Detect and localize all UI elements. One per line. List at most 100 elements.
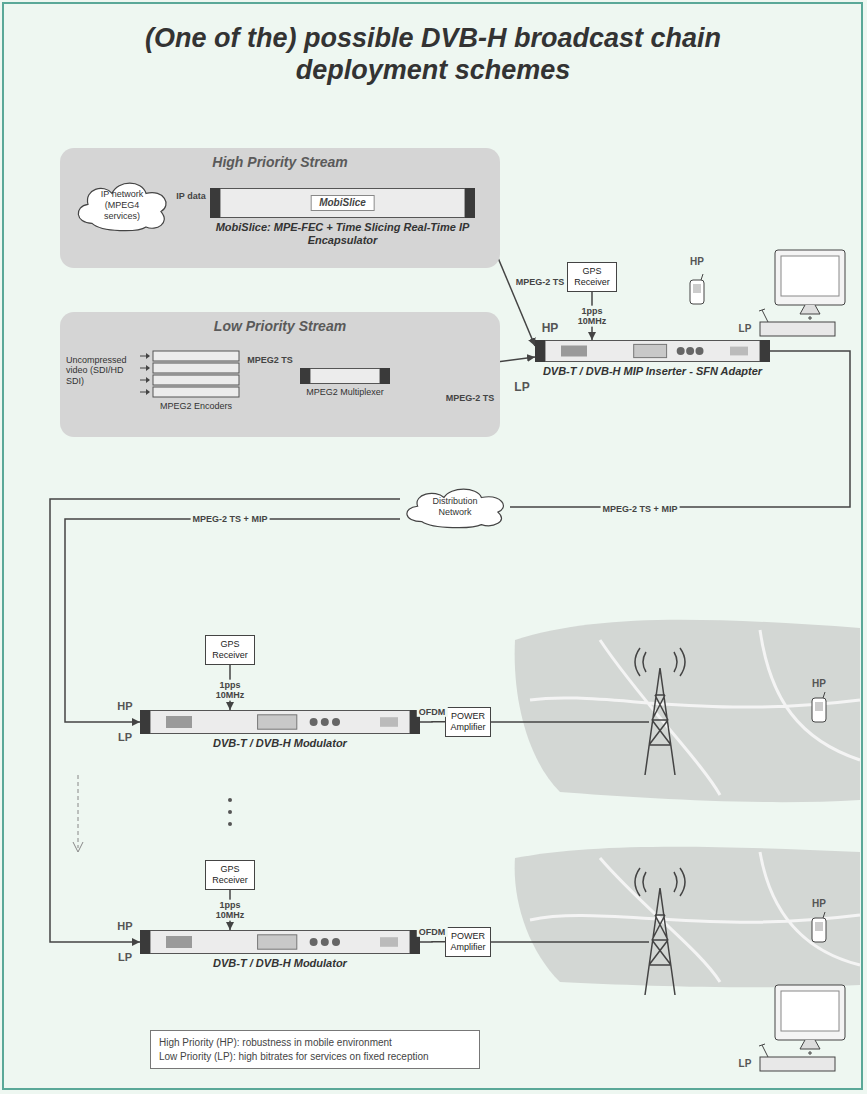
node-label: MobiSlice: MPE-FEC + Time Slicing Real-T… — [210, 221, 475, 247]
tv-set — [775, 985, 845, 1040]
stream-panel: High Priority Stream IP network (MPEG4 se… — [60, 148, 500, 268]
handset — [690, 280, 704, 304]
encoder-units — [140, 350, 240, 398]
handset — [812, 912, 826, 942]
note-box: High Priority (HP): robustness in mobile… — [150, 1030, 480, 1069]
rack-graphic — [535, 340, 770, 362]
coverage-map — [530, 630, 860, 795]
feeder-line — [491, 721, 649, 723]
encoder-stack: MPEG2 Encoders — [140, 350, 240, 412]
annotation-label: LP — [514, 381, 529, 395]
tv-set — [800, 1040, 820, 1049]
rack-device: DVB-T / DVB-H Modulator — [140, 710, 420, 750]
antenna-tower — [645, 888, 675, 995]
continuation-arrow — [73, 775, 83, 852]
continuation-dots — [228, 822, 232, 826]
edge-label: 1pps 10MHz — [568, 306, 616, 327]
annotation-label: LP — [118, 951, 132, 964]
edge-label: 1pps 10MHz — [206, 680, 254, 701]
edge-label: MPEG-2 TS + MIP — [601, 504, 680, 514]
node-label: POWER Amplifier — [448, 711, 488, 733]
annotation-label: HP — [542, 322, 559, 336]
tv-set — [759, 250, 845, 336]
handset — [815, 702, 823, 711]
tv-set — [759, 309, 768, 322]
equipment-box: POWER Amplifier — [445, 927, 491, 957]
tv-set — [800, 305, 820, 314]
coverage-map — [515, 620, 860, 802]
rack-graphic — [300, 368, 390, 384]
continuation-dots — [228, 798, 232, 802]
node-label: IP network (MPEG4 services) — [87, 189, 157, 221]
node-label: POWER Amplifier — [448, 931, 488, 953]
handset — [812, 698, 826, 722]
equipment-box: POWER Amplifier — [445, 707, 491, 737]
tv-set — [760, 322, 835, 336]
node-label: Distribution Network — [415, 496, 495, 518]
edge-label: IP data — [174, 191, 207, 201]
annotation-label: Uncompressed video (SDI/HD SDI) — [66, 355, 138, 386]
annotation-label: LP — [739, 1058, 752, 1070]
node-label: High Priority (HP): robustness in mobile… — [159, 1036, 471, 1050]
equipment-box: GPS Receiver — [205, 635, 255, 665]
tv-set — [808, 1051, 812, 1055]
signal-connector — [65, 519, 400, 722]
node-label: High Priority Stream — [60, 148, 500, 170]
antenna-tower — [635, 648, 685, 775]
rack-device: DVB-T / DVB-H Modulator — [140, 930, 420, 970]
diagram-title: (One of the) possible DVB-H broadcast ch… — [83, 22, 783, 87]
annotation-label: HP — [117, 920, 132, 933]
edge-label: MPEG-2 TS — [444, 393, 497, 403]
equipment-box: GPS Receiver — [567, 262, 617, 292]
handset — [693, 284, 701, 293]
antenna-tower — [645, 668, 675, 775]
multiplexer-unit: MPEG2 Multiplexer — [300, 368, 390, 398]
annotation-label: LP — [739, 323, 752, 335]
coverage-map — [530, 852, 860, 982]
tv-set — [808, 316, 812, 320]
handset — [812, 918, 826, 942]
tv-set — [781, 256, 839, 296]
stream-panel: Low Priority StreamMPEG2 Encoders MPEG2 M… — [60, 312, 500, 437]
edge-label: OFDM — [417, 707, 448, 717]
edge-label: MPEG-2 TS + MIP — [191, 514, 270, 524]
coverage-map — [515, 620, 860, 988]
coverage-map — [515, 847, 860, 988]
antenna-tower — [635, 648, 685, 676]
annotation-label: HP — [812, 898, 826, 910]
network-cloud: IP network (MPEG4 services) — [72, 178, 172, 232]
node-label: Low Priority Stream — [60, 312, 500, 334]
device-logo: MobiSlice — [310, 195, 375, 211]
handset — [701, 274, 703, 280]
edge-label: MPEG2 TS — [245, 355, 295, 365]
handset — [690, 274, 704, 304]
network-cloud: Distribution Network — [400, 485, 510, 529]
tv-set — [775, 250, 845, 305]
node-label: GPS Receiver — [208, 639, 252, 661]
continuation-arrow — [73, 842, 83, 852]
tv-set — [781, 991, 839, 1031]
rack-device: MobiSliceMobiSlice: MPE-FEC + Time Slici… — [210, 188, 475, 247]
continuation-arrow — [78, 775, 79, 848]
edge-label: MPEG-2 TS — [514, 277, 567, 287]
antenna-tower — [635, 868, 685, 995]
tv-set — [760, 1057, 835, 1071]
handset — [823, 692, 825, 698]
continuation-dots — [228, 798, 232, 826]
node-label: GPS Receiver — [570, 266, 614, 288]
feeder-line — [491, 941, 649, 943]
annotation-label: HP — [690, 256, 704, 268]
handset — [815, 922, 823, 931]
annotation-label: HP — [812, 678, 826, 690]
signal-connector — [420, 941, 445, 943]
node-label: DVB-T / DVB-H Modulator — [140, 737, 420, 750]
signal-connector — [420, 721, 445, 723]
rack-graphic — [140, 710, 420, 734]
antenna-tower — [635, 868, 685, 896]
equipment-box: GPS Receiver — [205, 860, 255, 890]
rack-graphic — [140, 930, 420, 954]
annotation-label: LP — [118, 731, 132, 744]
tv-set — [759, 985, 845, 1071]
tv-set — [759, 1044, 768, 1057]
node-label: DVB-T / DVB-H MIP Inserter - SFN Adapter — [535, 365, 770, 378]
